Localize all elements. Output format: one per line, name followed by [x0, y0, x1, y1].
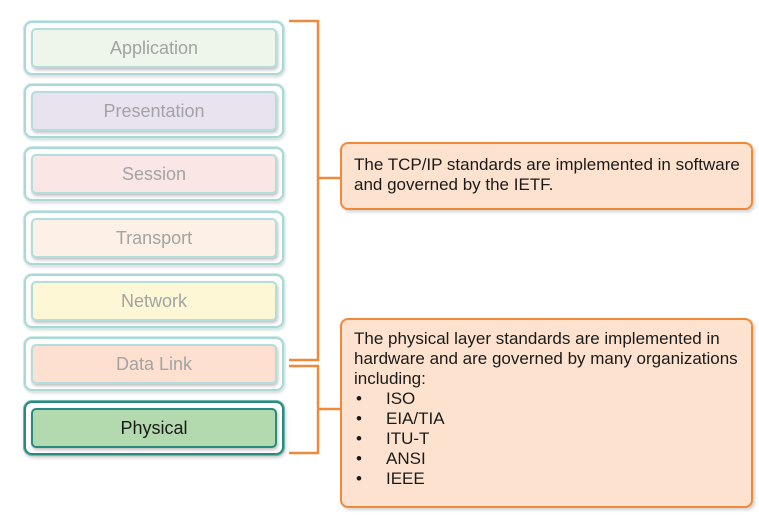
layer-application: Application [24, 21, 284, 75]
layer-presentation-label: Presentation [31, 91, 277, 131]
layer-network-label: Network [31, 281, 277, 321]
layer-transport-label: Transport [31, 218, 277, 258]
layer-presentation: Presentation [24, 84, 284, 138]
layer-session-label: Session [31, 154, 277, 194]
layer-physical-label: Physical [31, 408, 277, 448]
layer-session: Session [24, 147, 284, 201]
organization-item: ITU-T [354, 429, 741, 449]
tcpip-callout-text: The TCP/IP standards are implemented in … [354, 155, 740, 194]
layer-physical: Physical [24, 401, 284, 455]
physical-bracket [289, 364, 340, 455]
organization-item: ANSI [354, 449, 741, 469]
organization-item: ISO [354, 389, 741, 409]
organization-item: IEEE [354, 469, 741, 489]
tcpip-bracket [289, 19, 340, 362]
layer-network: Network [24, 274, 284, 328]
physical-callout: The physical layer standards are impleme… [340, 318, 753, 508]
layer-transport: Transport [24, 211, 284, 265]
layer-data-link: Data Link [24, 337, 284, 391]
organization-list: ISO EIA/TIA ITU-T ANSI IEEE [354, 389, 741, 489]
layer-data-link-label: Data Link [31, 344, 277, 384]
tcpip-callout: The TCP/IP standards are implemented in … [340, 142, 753, 210]
layer-application-label: Application [31, 28, 277, 68]
organization-item: EIA/TIA [354, 409, 741, 429]
physical-callout-text: The physical layer standards are impleme… [354, 329, 738, 388]
